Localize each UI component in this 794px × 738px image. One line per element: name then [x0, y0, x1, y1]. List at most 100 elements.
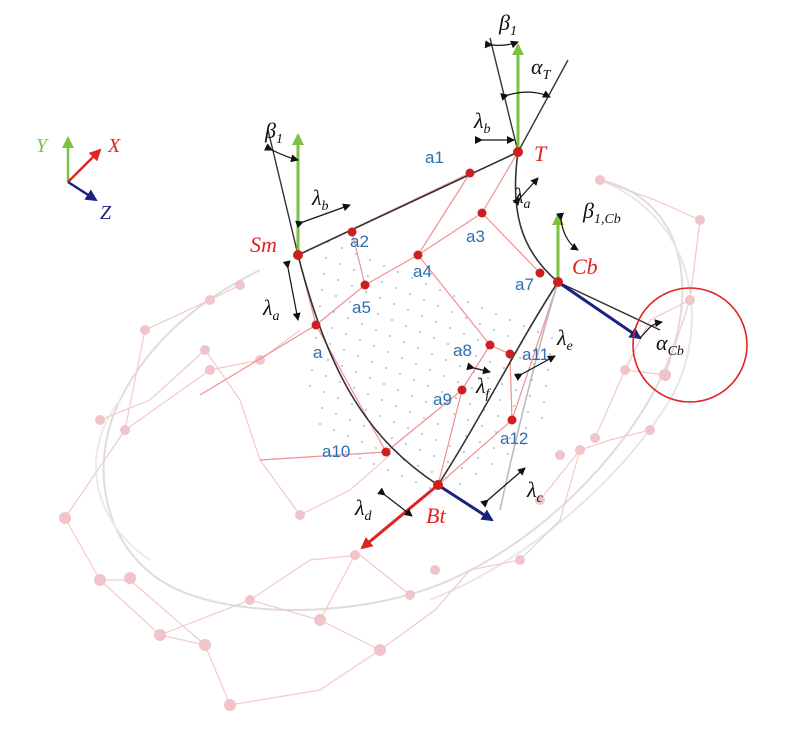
label-Bt: Bt [426, 503, 446, 528]
grid-dot [373, 463, 375, 465]
grid-dot [381, 399, 383, 401]
grid-dot [437, 305, 439, 307]
param-lambda-a-sm: λa [262, 295, 280, 324]
grid-dot [423, 417, 425, 419]
grid-dot [529, 395, 531, 397]
grid-dot [401, 357, 403, 359]
grid-dot [419, 331, 421, 333]
grid-dot [435, 321, 437, 323]
grid-dot [453, 295, 455, 297]
grid-dot [425, 401, 427, 403]
grid-dot [349, 301, 351, 303]
grid-dot [423, 299, 425, 301]
background-mesh-nodes [59, 175, 705, 711]
grid-dot [369, 259, 371, 261]
grid-dot [493, 329, 495, 331]
grid-dot [507, 453, 509, 455]
grid-dot [415, 481, 417, 483]
grid-dot [405, 443, 407, 445]
grid-dot [345, 333, 347, 335]
grid-dot [527, 411, 529, 413]
grid-dot [417, 465, 419, 467]
grid-dot [425, 283, 427, 285]
grid-dot [383, 383, 385, 385]
grid-dot [465, 317, 467, 319]
grid-dot [461, 467, 463, 469]
grid-dot [421, 433, 423, 435]
grid-dot [501, 383, 503, 385]
grid-dot [401, 475, 403, 477]
grid-dot [335, 295, 337, 297]
grid-dot [481, 425, 483, 427]
grid-dot [479, 441, 481, 443]
grid-dot [339, 263, 341, 265]
grid-dot [383, 265, 385, 267]
grid-dot [405, 325, 407, 327]
grid-dot [441, 391, 443, 393]
grid-dot [409, 411, 411, 413]
bt-navy-arrow [437, 483, 494, 522]
grid-dot [437, 423, 439, 425]
grid-dot [361, 323, 363, 325]
grid-dot [545, 385, 547, 387]
grid-dot [489, 361, 491, 363]
grid-dot [335, 413, 337, 415]
grid-dot [347, 317, 349, 319]
grid-dot [349, 419, 351, 421]
label-a12: a12 [500, 429, 528, 448]
grid-dot [467, 301, 469, 303]
grid-dot [395, 287, 397, 289]
grid-dot [321, 289, 323, 291]
grid-dot [313, 353, 315, 355]
grid-dot [459, 483, 461, 485]
label-Cb: Cb [572, 254, 598, 279]
grid-dot [351, 285, 353, 287]
grid-dot [315, 337, 317, 339]
grid-dot [397, 389, 399, 391]
grid-dot [445, 359, 447, 361]
label-Sm: Sm [250, 232, 277, 257]
grid-dot [319, 423, 321, 425]
grid-dot [337, 279, 339, 281]
label-a9: a9 [433, 390, 452, 409]
grid-dot [391, 319, 393, 321]
grid-dot [449, 327, 451, 329]
grid-dot [359, 339, 361, 341]
grid-dot [459, 365, 461, 367]
grid-dot [367, 393, 369, 395]
grid-dot [387, 469, 389, 471]
grid-dot [447, 343, 449, 345]
dimension-arrows [263, 40, 663, 517]
grid-dot [477, 339, 479, 341]
grid-dot [323, 273, 325, 275]
grid-dot [333, 311, 335, 313]
grid-dot [327, 359, 329, 361]
highlight-circle [632, 287, 748, 403]
background-mesh [64, 179, 701, 706]
grid-dot [421, 315, 423, 317]
grid-dot [467, 419, 469, 421]
grid-dot [333, 429, 335, 431]
grid-dot [387, 351, 389, 353]
grid-dot [381, 281, 383, 283]
grid-dot [371, 361, 373, 363]
grid-dot [435, 439, 437, 441]
grid-dot [343, 349, 345, 351]
grid-dot [433, 337, 435, 339]
grid-dot [499, 399, 501, 401]
param-beta1-cb: β1,Cb [582, 198, 621, 227]
grid-dot [543, 401, 545, 403]
grid-dot [463, 451, 465, 453]
grid-dot [355, 253, 357, 255]
grid-dot [353, 269, 355, 271]
grid-dot [411, 395, 413, 397]
grid-dot [549, 353, 551, 355]
grid-dot [415, 363, 417, 365]
label-a5: a5 [352, 298, 371, 317]
param-lambda-c: λc [526, 477, 544, 506]
grid-dot [355, 371, 357, 373]
grid-dot [427, 385, 429, 387]
grid-dot [485, 393, 487, 395]
param-lambda-f: λf [475, 373, 492, 402]
